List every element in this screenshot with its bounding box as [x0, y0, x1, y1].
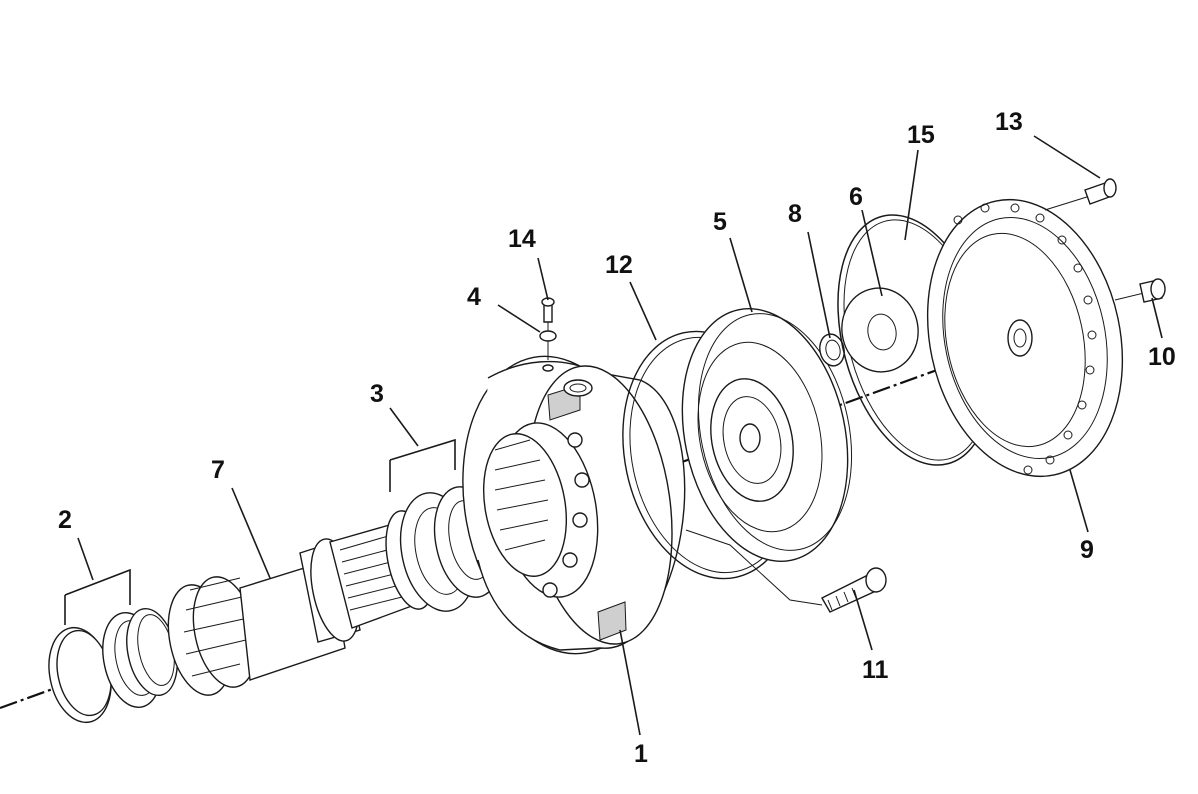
callout-7: 7 [211, 456, 225, 484]
end-cover-bolt-holes [953, 203, 1097, 475]
callout-13: 13 [995, 108, 1023, 136]
callout-4: 4 [467, 283, 481, 311]
part-8-ring [819, 333, 845, 367]
callout-5: 5 [713, 208, 727, 236]
part-5-cover-plate [681, 307, 853, 563]
part-2-snap-rings [48, 607, 178, 724]
part-4-washer [539, 330, 557, 372]
callout-6: 6 [849, 183, 863, 211]
part-11-bolt [685, 529, 887, 613]
callout-15: 15 [907, 121, 935, 149]
part-10-plug [1114, 278, 1166, 303]
part-14-grease-fitting [541, 297, 555, 360]
part-7-shaft [167, 486, 503, 696]
part-1-housing [462, 355, 686, 655]
part-6-washer [841, 287, 919, 373]
callout-1: 1 [634, 740, 648, 768]
part-3-bearing-group [389, 438, 456, 492]
callout-12: 12 [605, 251, 633, 279]
leader-lines [64, 135, 1163, 736]
callout-labels: 1 2 3 4 5 6 7 8 9 10 11 12 13 14 15 [58, 108, 1176, 768]
callout-10: 10 [1148, 343, 1176, 371]
callout-8: 8 [788, 200, 802, 228]
callout-14: 14 [508, 225, 536, 253]
callout-11: 11 [862, 656, 889, 684]
part-13-screw [1044, 178, 1117, 211]
callout-9: 9 [1080, 536, 1094, 564]
callout-3: 3 [370, 380, 384, 408]
part-9-end-cover [926, 198, 1124, 478]
callout-2: 2 [58, 506, 72, 534]
